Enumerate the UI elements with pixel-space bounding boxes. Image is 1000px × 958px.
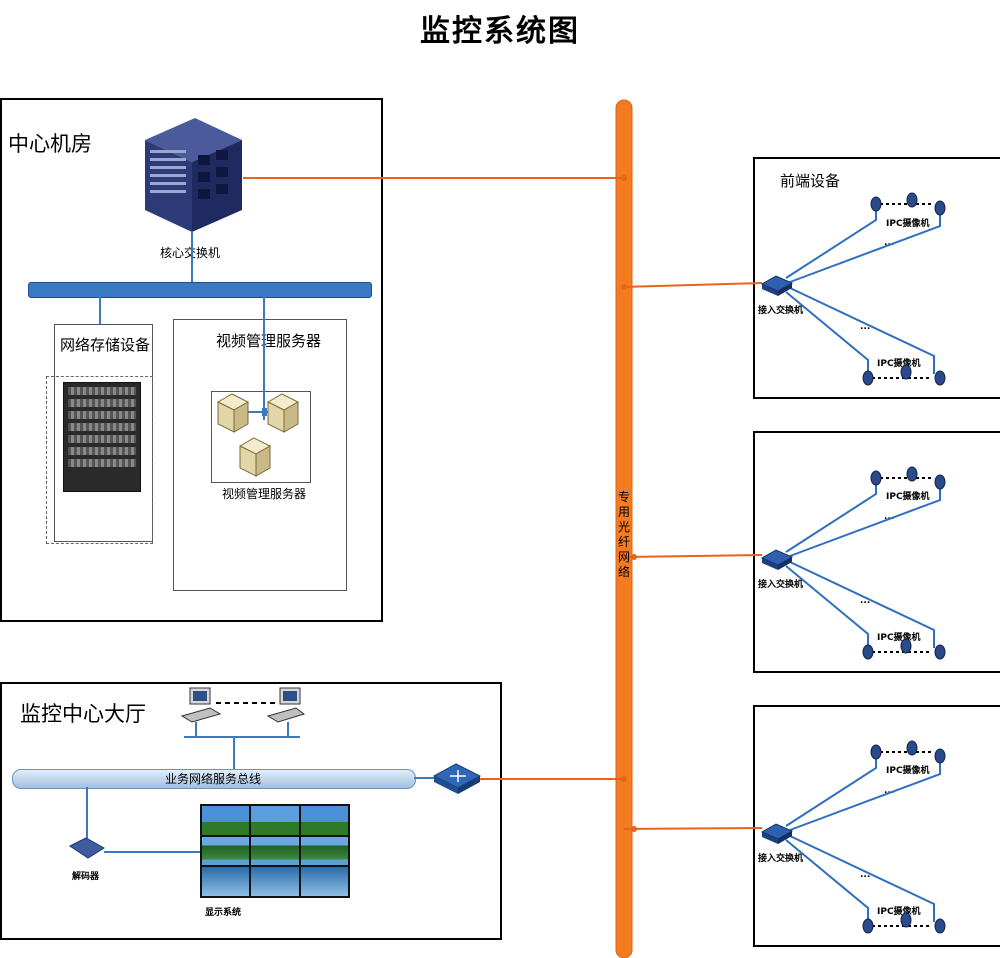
diagram-title: 监控系统图 xyxy=(420,14,580,49)
ellipsis-label: ... xyxy=(884,238,895,248)
center-bus-bar xyxy=(28,282,372,298)
ipc-camera-icon xyxy=(906,466,918,482)
ipc-camera-icon xyxy=(934,474,946,490)
fiber-label-char: 纤 xyxy=(617,535,630,549)
ellipsis-label: ... xyxy=(884,512,895,522)
ipc-camera-icon xyxy=(900,364,912,380)
ellipsis-label: ... xyxy=(860,322,871,332)
camera-link xyxy=(789,484,941,557)
ipc-camera-label: IPC摄像机 xyxy=(877,359,921,369)
fiber-label-char: 光 xyxy=(617,520,630,534)
access-switch-icon xyxy=(778,557,792,570)
camera-link xyxy=(789,210,941,283)
ipc-camera-icon xyxy=(870,470,882,486)
link-fiber-to-frontend-3 xyxy=(623,827,763,830)
display-label: 显示系统 xyxy=(205,908,242,918)
decoder-icon xyxy=(69,837,105,859)
core-switch-label: 核心交换机 xyxy=(160,246,221,260)
ipc-camera-icon xyxy=(900,912,912,928)
ipc-camera-icon xyxy=(870,744,882,760)
ipc-camera-icon xyxy=(870,196,882,212)
storage-group-label: 网络存储设备 xyxy=(60,336,151,354)
ipc-camera-icon xyxy=(862,644,874,660)
ipc-camera-label: IPC摄像机 xyxy=(886,766,930,776)
ipc-camera-icon xyxy=(934,748,946,764)
ipc-camera-label: IPC摄像机 xyxy=(886,492,930,502)
ipc-camera-icon xyxy=(934,644,946,660)
camera-link xyxy=(789,835,935,922)
ipc-camera-label: IPC摄像机 xyxy=(877,633,921,643)
server-group-box xyxy=(173,319,347,591)
pc-icon xyxy=(180,687,306,723)
fiber-label-char: 用 xyxy=(617,505,630,519)
storage-array-icon xyxy=(63,382,141,492)
ipc-camera-icon xyxy=(900,638,912,654)
access-switch-icon xyxy=(762,832,778,844)
access-switch-label: 接入交换机 xyxy=(758,306,804,316)
hall-switch-icon xyxy=(432,763,482,794)
ipc-camera-icon xyxy=(862,918,874,934)
access-switch-label: 接入交换机 xyxy=(758,580,804,590)
access-switch-icon xyxy=(778,831,792,844)
ipc-camera-icon xyxy=(906,192,918,208)
fiber-label-char: 络 xyxy=(617,565,630,579)
camera-link xyxy=(789,561,935,648)
access-switch-label: 接入交换机 xyxy=(758,854,804,864)
ellipsis-label: ... xyxy=(884,786,895,796)
fiber-backbone xyxy=(615,99,633,958)
server-inner-box xyxy=(211,391,311,483)
camera-link xyxy=(789,287,935,374)
link-fiber-to-frontend-2 xyxy=(623,554,763,558)
access-switch-icon xyxy=(762,284,778,296)
storage-dashed-area xyxy=(46,376,153,544)
server-icon xyxy=(216,393,300,477)
ipc-camera-icon xyxy=(934,370,946,386)
video-wall xyxy=(200,804,350,898)
ellipsis-label: ... xyxy=(860,870,871,880)
server-caption: 视频管理服务器 xyxy=(222,487,307,501)
center-room-label: 中心机房 xyxy=(8,132,92,156)
camera-link xyxy=(789,758,941,831)
fiber-label-char: 网 xyxy=(617,550,630,564)
ipc-camera-label: IPC摄像机 xyxy=(886,219,930,229)
link-fiber-to-frontend-1 xyxy=(623,282,763,288)
fiber-network-label: 专 用 光 纤 网 络 xyxy=(617,490,631,580)
ipc-camera-icon xyxy=(862,370,874,386)
access-switch-icon xyxy=(778,283,792,296)
ipc-camera-icon xyxy=(906,740,918,756)
ipc-camera-label: IPC摄像机 xyxy=(877,907,921,917)
frontend-label: 前端设备 xyxy=(780,172,841,190)
fiber-label-char: 专 xyxy=(617,490,630,504)
ellipsis-label: ... xyxy=(860,596,871,606)
hall-label: 监控中心大厅 xyxy=(20,702,146,726)
decoder-label: 解码器 xyxy=(72,872,100,882)
ipc-camera-icon xyxy=(934,200,946,216)
server-group-label: 视频管理服务器 xyxy=(216,332,322,350)
access-switch-icon xyxy=(762,558,778,570)
ipc-camera-icon xyxy=(934,918,946,934)
hall-bus-label: 业务网络服务总线 xyxy=(165,772,262,786)
